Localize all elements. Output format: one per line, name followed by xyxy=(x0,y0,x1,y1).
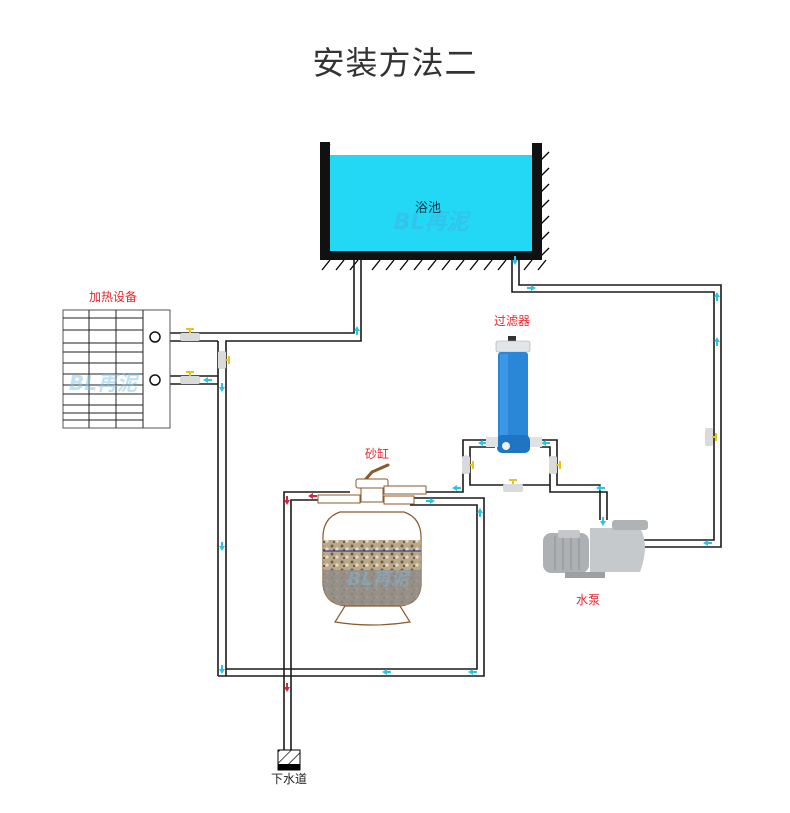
drain-arrow xyxy=(284,683,290,692)
pipes xyxy=(160,260,722,750)
pool-label: 浴池 xyxy=(415,201,441,216)
pipe-pool-to-pump-inner xyxy=(518,260,722,548)
pipe-sand-loop-outer xyxy=(218,497,485,677)
valve[interactable] xyxy=(180,371,200,384)
heater: 加热设备 BL再泥 xyxy=(62,290,171,429)
flow-arrow xyxy=(478,440,487,446)
valve[interactable] xyxy=(180,328,200,341)
flow-arrow xyxy=(527,285,536,291)
pump-motor xyxy=(543,533,589,573)
pipe-pool-to-heater-inner xyxy=(225,260,362,676)
flow-arrow xyxy=(596,485,605,491)
filter-label: 过滤器 xyxy=(494,314,530,328)
flow-arrow xyxy=(382,669,391,675)
flow-arrow xyxy=(219,542,225,551)
cartridge-filter: 过滤器 xyxy=(486,314,542,453)
sand-tank-watermark: BL再泥 xyxy=(347,569,411,590)
pipe-pump-riser-inner xyxy=(540,446,608,520)
flow-arrow xyxy=(468,669,477,675)
flow-arrow xyxy=(452,485,461,491)
watermark: BL再泥 xyxy=(394,210,472,235)
pipe-pump-riser-outer xyxy=(540,439,601,520)
heater-watermark: BL再泥 xyxy=(69,371,140,395)
flow-arrow xyxy=(703,540,712,546)
flow-arrow xyxy=(203,377,212,383)
flow-arrow xyxy=(477,508,483,517)
page-title: 安装方法二 xyxy=(312,44,478,82)
heater-label: 加热设备 xyxy=(89,290,137,304)
valve[interactable] xyxy=(218,351,230,369)
filter-base xyxy=(497,435,530,453)
valve[interactable] xyxy=(462,456,474,474)
flow-arrow xyxy=(426,498,435,504)
flow-arrow xyxy=(714,337,720,346)
heater-port-lower xyxy=(149,374,161,386)
flow-arrow xyxy=(600,517,606,526)
pool-floor xyxy=(320,251,542,260)
flow-arrow xyxy=(512,256,518,265)
pump-label: 水泵 xyxy=(576,593,600,607)
valve[interactable] xyxy=(705,428,717,446)
drain-arrow xyxy=(284,496,290,505)
sand-tank: 砂缸 BL再泥 xyxy=(317,446,427,626)
drain-arrows xyxy=(284,493,317,692)
flow-arrow xyxy=(219,665,225,674)
flow-arrow xyxy=(714,292,720,301)
valve[interactable] xyxy=(549,456,561,474)
pool-wall-right xyxy=(532,143,542,260)
pool-water xyxy=(330,155,532,251)
heater-grille xyxy=(63,310,144,428)
pipe-sand-loop-inner xyxy=(226,504,478,670)
flow-arrow xyxy=(219,383,225,392)
drain-label: 下水道 xyxy=(271,772,307,786)
multiport-valve xyxy=(355,478,389,489)
pump xyxy=(543,520,648,578)
pump-housing xyxy=(590,528,645,572)
multiport-handle xyxy=(363,463,390,482)
drain: 下水道 xyxy=(271,749,307,786)
pool: BL再泥 浴池 xyxy=(320,142,550,271)
drain-arrow xyxy=(308,493,317,499)
sand-tank-label: 砂缸 xyxy=(365,446,389,461)
valves xyxy=(180,328,717,492)
pipe-pool-to-heater-outer xyxy=(218,260,355,334)
valve[interactable] xyxy=(503,479,523,492)
flow-arrow xyxy=(354,326,360,335)
heater-port-upper xyxy=(149,331,161,343)
flow-arrows xyxy=(154,256,720,675)
flow-arrow xyxy=(541,440,550,446)
filter-cap xyxy=(495,340,531,353)
pump-strainer-lid xyxy=(612,520,648,530)
pool-wall-left xyxy=(320,142,330,260)
water-layer xyxy=(323,570,421,606)
pipe-pool-to-pump-outer xyxy=(511,260,715,541)
sand-tank-stand xyxy=(334,605,411,626)
pipe-drain-outer xyxy=(283,491,350,750)
